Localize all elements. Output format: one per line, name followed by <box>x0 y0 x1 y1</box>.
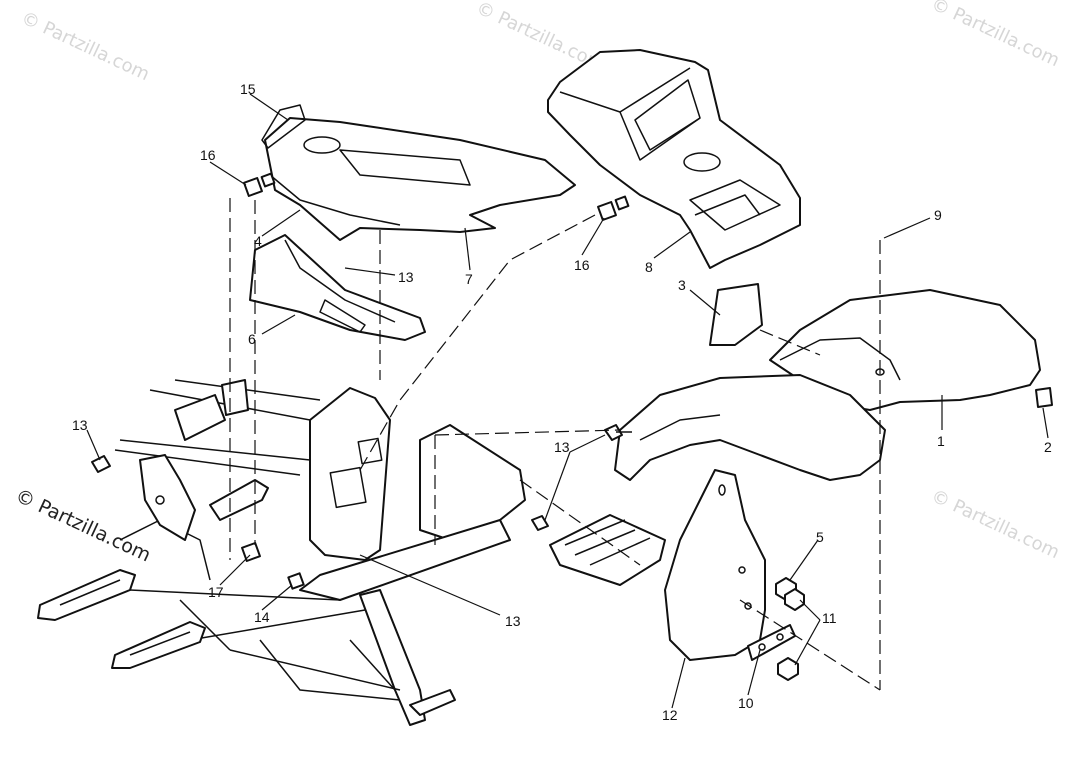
callout-9: 9 <box>934 207 942 223</box>
bolt-part-13-fender <box>604 424 632 441</box>
callout-14: 14 <box>254 609 270 625</box>
headlight-pod-part-8 <box>547 49 801 269</box>
decal-part-2 <box>1035 387 1053 408</box>
bolt-part-13-left <box>91 455 111 473</box>
callout-15: 15 <box>240 81 256 97</box>
watermark-top-left: © Partzilla.com <box>18 7 153 85</box>
footpeg-right <box>111 621 206 669</box>
clip-part-16-left <box>243 172 276 197</box>
callout-1: 1 <box>937 433 945 449</box>
callout-2: 2 <box>1044 439 1052 455</box>
callout-8: 8 <box>645 259 653 275</box>
assembly-lines <box>229 198 881 691</box>
front-panel-part-7 <box>261 104 576 241</box>
step-plate <box>549 514 666 586</box>
callout-13-left: 13 <box>72 417 88 433</box>
clip-part-17 <box>241 542 261 562</box>
leader-lines <box>86 93 1049 709</box>
callout-11: 11 <box>822 610 837 626</box>
nut-part-11-upper <box>784 588 805 611</box>
watermark-middle-left: © Partzilla.com <box>12 485 154 567</box>
callout-17: 17 <box>208 584 224 600</box>
callout-13-top: 13 <box>398 269 414 285</box>
callout-5: 5 <box>816 529 824 545</box>
bolt-part-13-step <box>531 515 549 531</box>
watermark-middle-right: © Partzilla.com <box>928 485 1063 563</box>
clip-part-16-right <box>597 195 630 221</box>
mud-flap-part-12 <box>664 469 766 661</box>
callout-13-bottom: 13 <box>505 613 521 629</box>
decal-part-3 <box>709 283 763 346</box>
callout-16-left: 16 <box>200 147 216 163</box>
nut-part-11-lower <box>777 657 799 681</box>
lower-guard-part-6 <box>249 234 426 341</box>
callout-3: 3 <box>678 277 686 293</box>
rear-fender-section <box>614 374 886 481</box>
callout-12: 12 <box>662 707 678 723</box>
frame-assembly <box>114 379 526 726</box>
footpeg-rear <box>209 479 269 521</box>
watermark-top-right: © Partzilla.com <box>928 0 1063 71</box>
callout-7: 7 <box>465 271 473 287</box>
callout-4: 4 <box>254 233 262 249</box>
callout-10: 10 <box>738 695 754 711</box>
callout-13-fender: 13 <box>554 439 570 455</box>
callout-6: 6 <box>248 331 256 347</box>
clip-part-14 <box>287 572 305 590</box>
callout-16-right: 16 <box>574 257 590 273</box>
footpeg-left <box>37 569 136 621</box>
